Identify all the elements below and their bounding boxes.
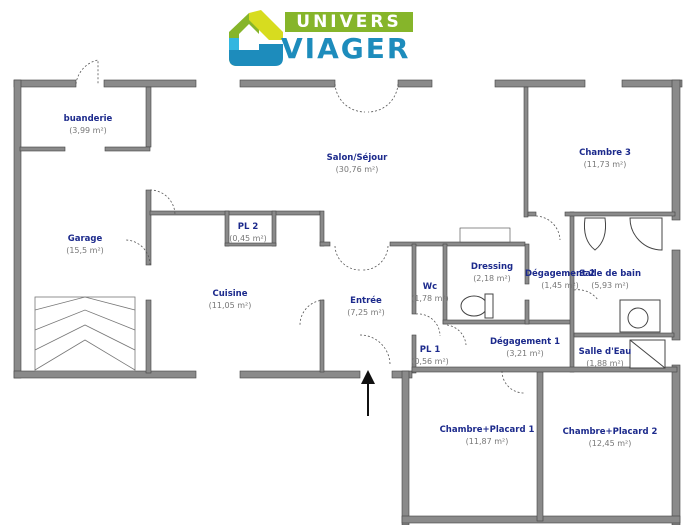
garage-ramp bbox=[34, 296, 136, 372]
room-area: (11,05 m²) bbox=[208, 301, 252, 310]
room-area: (1,78 m²) bbox=[411, 294, 449, 303]
room-label: Wc (1,78 m²) bbox=[411, 281, 449, 305]
corner-bath-icon bbox=[629, 217, 663, 251]
room-name: PL 1 bbox=[419, 345, 441, 355]
room-name: Chambre+Placard 1 bbox=[439, 425, 535, 435]
room-name: Salle d'Eau bbox=[578, 347, 632, 357]
room-label: Cuisine (11,05 m²) bbox=[209, 288, 252, 312]
room-name: Cuisine bbox=[212, 289, 248, 299]
room-name: Dressing bbox=[470, 262, 514, 272]
door-swings bbox=[75, 59, 599, 394]
room-area: (11,87 m²) bbox=[465, 437, 509, 446]
toilet-icon bbox=[460, 295, 488, 317]
room-label: Salon/Séjour (30,76 m²) bbox=[327, 152, 388, 176]
fixtures bbox=[460, 217, 666, 369]
bidet-icon bbox=[584, 217, 606, 251]
room-name: Garage bbox=[67, 234, 103, 244]
room-name: buanderie bbox=[63, 114, 113, 124]
room-label: Dégagement 2 (1,45 m²) bbox=[525, 268, 595, 292]
room-name: PL 2 bbox=[237, 222, 259, 232]
room-area: (3,99 m²) bbox=[69, 126, 107, 135]
room-area: (3,21 m²) bbox=[506, 349, 544, 358]
room-label: Dressing (2,18 m²) bbox=[471, 261, 513, 285]
univers-viager-logo: UNIVERS VIAGER bbox=[227, 10, 419, 68]
room-name: Dégagement 2 bbox=[524, 269, 596, 279]
room-label: Salle de bain (5,93 m²) bbox=[579, 268, 641, 292]
room-area: (12,45 m²) bbox=[588, 439, 632, 448]
room-label: Entrée (7,25 m²) bbox=[347, 295, 385, 319]
logo-text-univers: UNIVERS bbox=[285, 12, 413, 32]
room-area: (5,93 m²) bbox=[591, 281, 629, 290]
room-name: Salle de bain bbox=[578, 269, 642, 279]
house-logo-icon bbox=[229, 10, 283, 66]
room-name: Chambre 3 bbox=[579, 148, 631, 158]
entrance-arrow-icon bbox=[361, 370, 375, 416]
room-area: (1,88 m²) bbox=[586, 359, 624, 368]
room-label: Garage (15,5 m²) bbox=[66, 233, 104, 257]
room-area: (30,76 m²) bbox=[335, 165, 379, 174]
room-label: PL 1 (0,56 m²) bbox=[411, 344, 449, 368]
room-area: (0,56 m²) bbox=[411, 357, 449, 366]
room-label: Dégagement 1 (3,21 m²) bbox=[490, 336, 560, 360]
room-name: Wc bbox=[422, 282, 438, 292]
room-label: PL 2 (0,45 m²) bbox=[229, 221, 267, 245]
walls bbox=[13, 79, 683, 525]
room-area: (2,18 m²) bbox=[473, 274, 511, 283]
logo-text-viager: VIAGER bbox=[281, 32, 411, 65]
room-area: (7,25 m²) bbox=[347, 308, 385, 317]
room-area: (1,45 m²) bbox=[541, 281, 579, 290]
room-label: Chambre+Placard 1 (11,87 m²) bbox=[440, 424, 535, 448]
room-area: (0,45 m²) bbox=[229, 234, 267, 243]
room-label: buanderie (3,99 m²) bbox=[64, 113, 113, 137]
room-area: (11,73 m²) bbox=[583, 160, 627, 169]
room-label: Chambre+Placard 2 (12,45 m²) bbox=[563, 426, 658, 450]
room-name: Dégagement 1 bbox=[489, 337, 561, 347]
room-name: Chambre+Placard 2 bbox=[562, 427, 658, 437]
room-area: (15,5 m²) bbox=[66, 246, 104, 255]
room-label: Chambre 3 (11,73 m²) bbox=[579, 147, 631, 171]
room-name: Entrée bbox=[350, 296, 382, 306]
room-name: Salon/Séjour bbox=[326, 153, 388, 163]
room-label: Salle d'Eau (1,88 m²) bbox=[579, 346, 632, 370]
